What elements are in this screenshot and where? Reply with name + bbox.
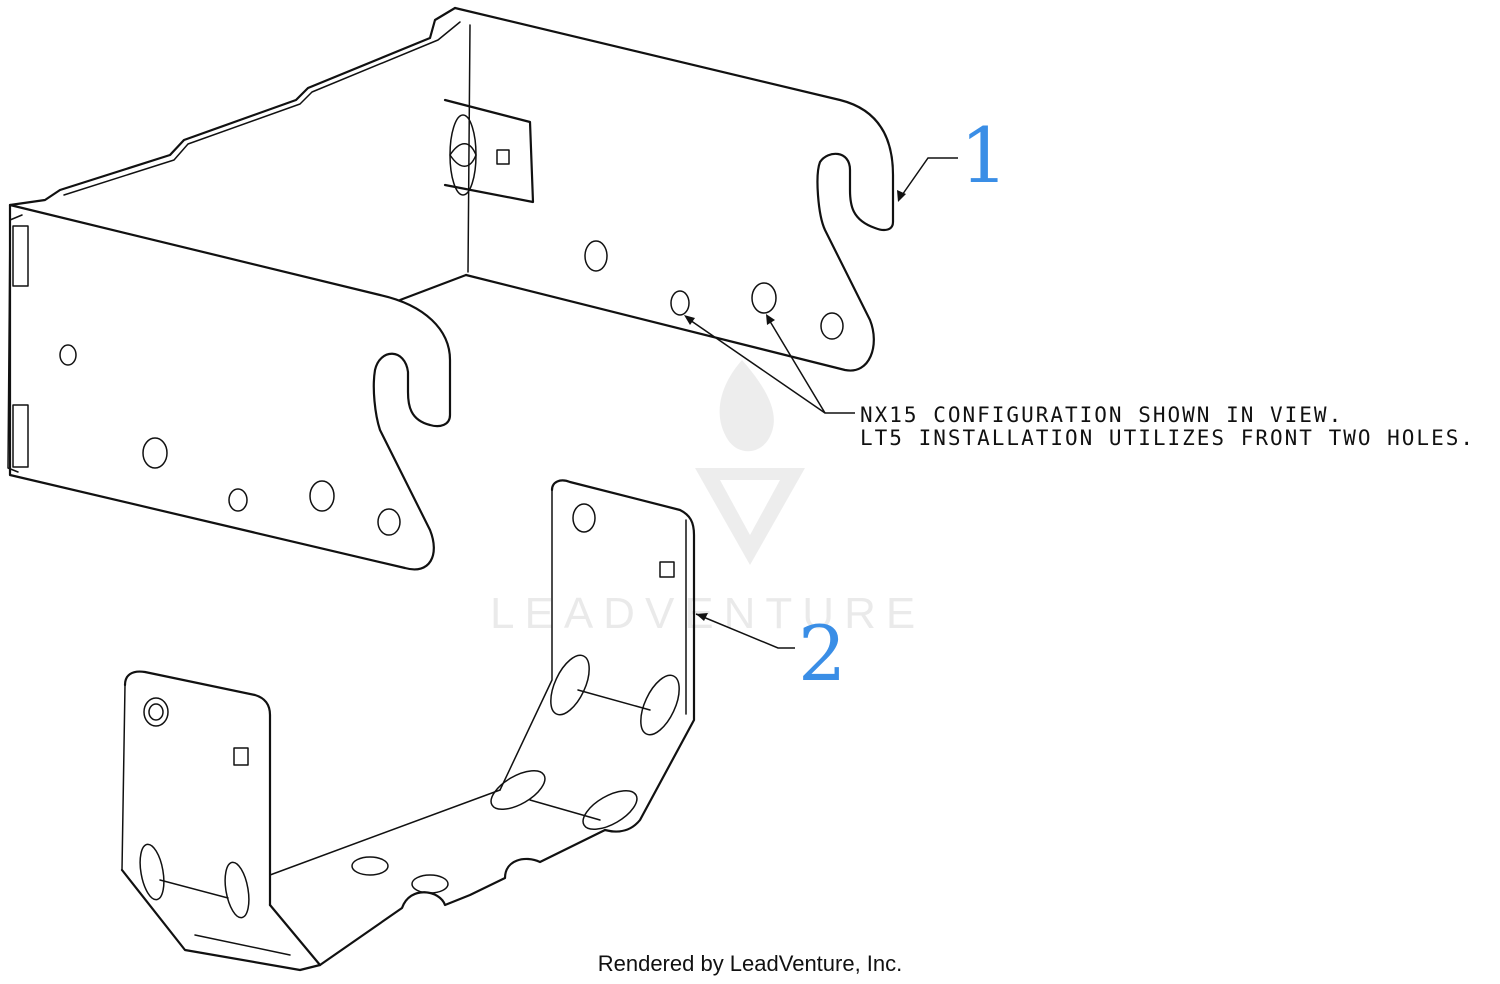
watermark-v-logo-icon (695, 468, 805, 565)
note-arrow-front-icon (684, 315, 695, 325)
callout-1: 1 (897, 111, 1008, 202)
callout-1-leader (899, 157, 958, 199)
callout-1-label: 1 (960, 111, 1008, 200)
part-1-bracket (7, 6, 895, 571)
footer-credit: Rendered by LeadVenture, Inc. (597, 951, 903, 976)
callout-2-arrow-icon (696, 613, 708, 621)
note-leader-rear (767, 317, 826, 414)
configuration-note: NX15 CONFIGURATION SHOWN IN VIEW. LT5 IN… (684, 314, 1475, 450)
note-arrow-rear-icon (766, 314, 775, 325)
watermark-flame-icon (719, 360, 774, 452)
callout-2-label: 2 (798, 609, 846, 698)
callout-2: 2 (695, 609, 846, 698)
part-2-bracket (120, 479, 696, 972)
watermark: LEADVENTURE (490, 360, 915, 638)
note-line-1: NX15 CONFIGURATION SHOWN IN VIEW. (860, 403, 1343, 427)
note-line-2: LT5 INSTALLATION UTILIZES FRONT TWO HOLE… (860, 426, 1475, 450)
callout-1-arrow-icon (897, 190, 906, 202)
callout-2-leader (695, 613, 795, 649)
